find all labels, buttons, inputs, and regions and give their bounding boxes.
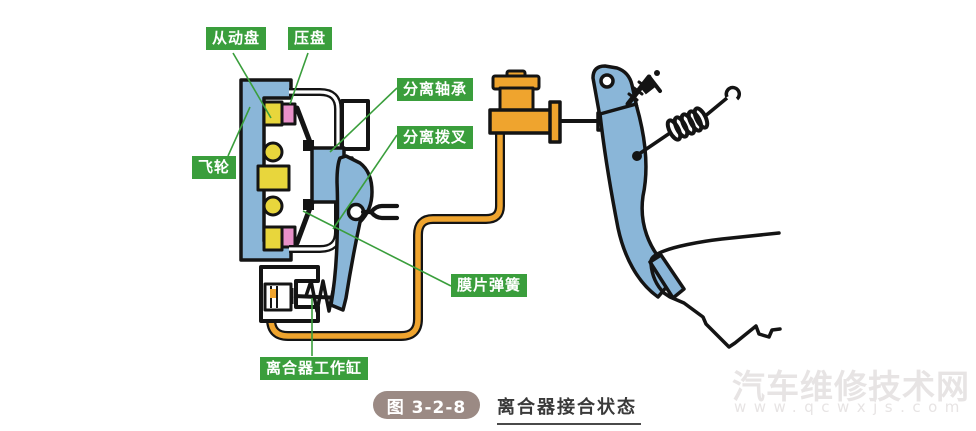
diaphragm-spring-shape (294, 105, 316, 246)
foot-outline-shape (649, 231, 782, 349)
leader-diaphragm-spring (302, 210, 452, 287)
figure-caption: 离合器接合状态 (497, 393, 641, 425)
driven-disc-shape (256, 100, 291, 252)
pedal-assembly (591, 64, 782, 349)
release-fork-tines (360, 203, 400, 221)
clutch-assembly (239, 78, 400, 312)
pedal-pad-shape (648, 253, 686, 300)
watermark-site-url: www.qcwxjs.com (734, 398, 967, 416)
label-release-bearing: 分离轴承 (397, 78, 474, 102)
leader-release-fork (332, 134, 398, 230)
bearing-retainer-shape (340, 99, 370, 151)
label-flywheel: 飞轮 (192, 156, 237, 180)
label-pressure-plate: 压盘 (288, 27, 333, 51)
spring-hook (724, 85, 742, 101)
label-driven-disc: 从动盘 (206, 27, 267, 51)
return-spring-shape (638, 85, 742, 156)
slave-cylinder-shape (259, 265, 347, 323)
hydraulic-pipe (266, 126, 505, 341)
leader-driven-disc (232, 52, 272, 119)
pressure-plate-shape (280, 102, 297, 249)
slave-port (270, 289, 276, 298)
leader-pressure-plate (289, 52, 309, 105)
figure-number-badge: 图 3-2-8 (373, 391, 480, 419)
label-release-fork: 分离拨叉 (397, 126, 474, 150)
watermark-site-name: 汽车维修技术网 (732, 367, 970, 406)
label-slave-cylinder: 离合器工作缸 (260, 357, 369, 381)
label-diaphragm-spring: 膜片弹簧 (451, 274, 528, 298)
leader-flywheel (227, 106, 251, 157)
pedal-pivot-hole (599, 73, 615, 89)
leader-release-bearing (329, 87, 398, 153)
leader-lines (227, 52, 452, 356)
mounting-bolt-shape (625, 70, 662, 107)
release-fork-shape (329, 154, 374, 312)
